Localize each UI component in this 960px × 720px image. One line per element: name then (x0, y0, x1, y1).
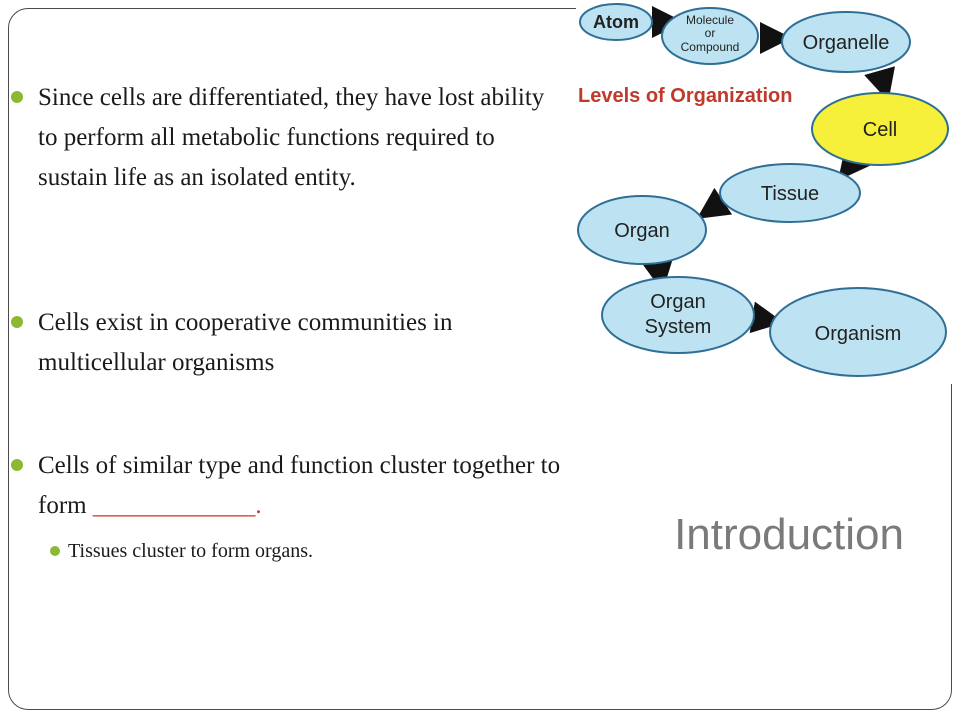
bullet-icon (11, 316, 23, 328)
bullet-differentiated: Since cells are differentiated, they hav… (11, 78, 568, 198)
bullet-text: Cells exist in cooperative communities i… (38, 309, 453, 376)
node-organelle (781, 11, 911, 73)
node-molecule (661, 7, 759, 65)
bullet-text: Cells of similar type and function clust… (38, 452, 561, 519)
fill-in-blank: _____________. (92, 492, 262, 519)
label-organ: Organ (614, 220, 670, 242)
label-tissue: Tissue (761, 183, 819, 205)
bullet-cooperative: Cells exist in cooperative communities i… (11, 303, 568, 383)
bullet-icon (11, 459, 23, 471)
label-atom: Atom (593, 12, 639, 32)
arrow-icon (696, 187, 733, 219)
arrow-icon (749, 301, 784, 334)
sub-bullet-tissues: Tissues cluster to form organs. (50, 536, 313, 566)
node-organ-system (601, 276, 755, 354)
node-atom (579, 3, 653, 41)
label-or: or (705, 26, 716, 40)
arrow-icon (864, 66, 895, 102)
sub-bullet-icon (50, 546, 60, 556)
arrow-icon (641, 257, 674, 292)
diagram-svg: Levels of Organization Atom Molecule or … (577, 3, 949, 377)
node-cell (811, 92, 949, 166)
diagram-heading: Levels of Organization (578, 85, 792, 107)
node-tissue (719, 163, 861, 223)
label-organ-system-1: Organ (650, 291, 706, 313)
bullet-icon (11, 91, 23, 103)
label-organism: Organism (815, 323, 902, 345)
label-organelle: Organelle (803, 32, 890, 54)
label-cell: Cell (863, 119, 897, 141)
levels-of-organization-diagram: Levels of Organization Atom Molecule or … (576, 0, 960, 384)
label-molecule: Molecule (686, 13, 734, 27)
node-organ (577, 195, 707, 265)
label-organ-system-2: System (645, 316, 712, 338)
slide-title: Introduction (674, 510, 904, 559)
sub-bullet-text: Tissues cluster to form organs. (68, 540, 313, 562)
bullet-cluster: Cells of similar type and function clust… (11, 446, 568, 526)
bullet-text: Since cells are differentiated, they hav… (38, 84, 545, 191)
label-compound: Compound (681, 40, 740, 54)
node-organism (769, 287, 947, 377)
